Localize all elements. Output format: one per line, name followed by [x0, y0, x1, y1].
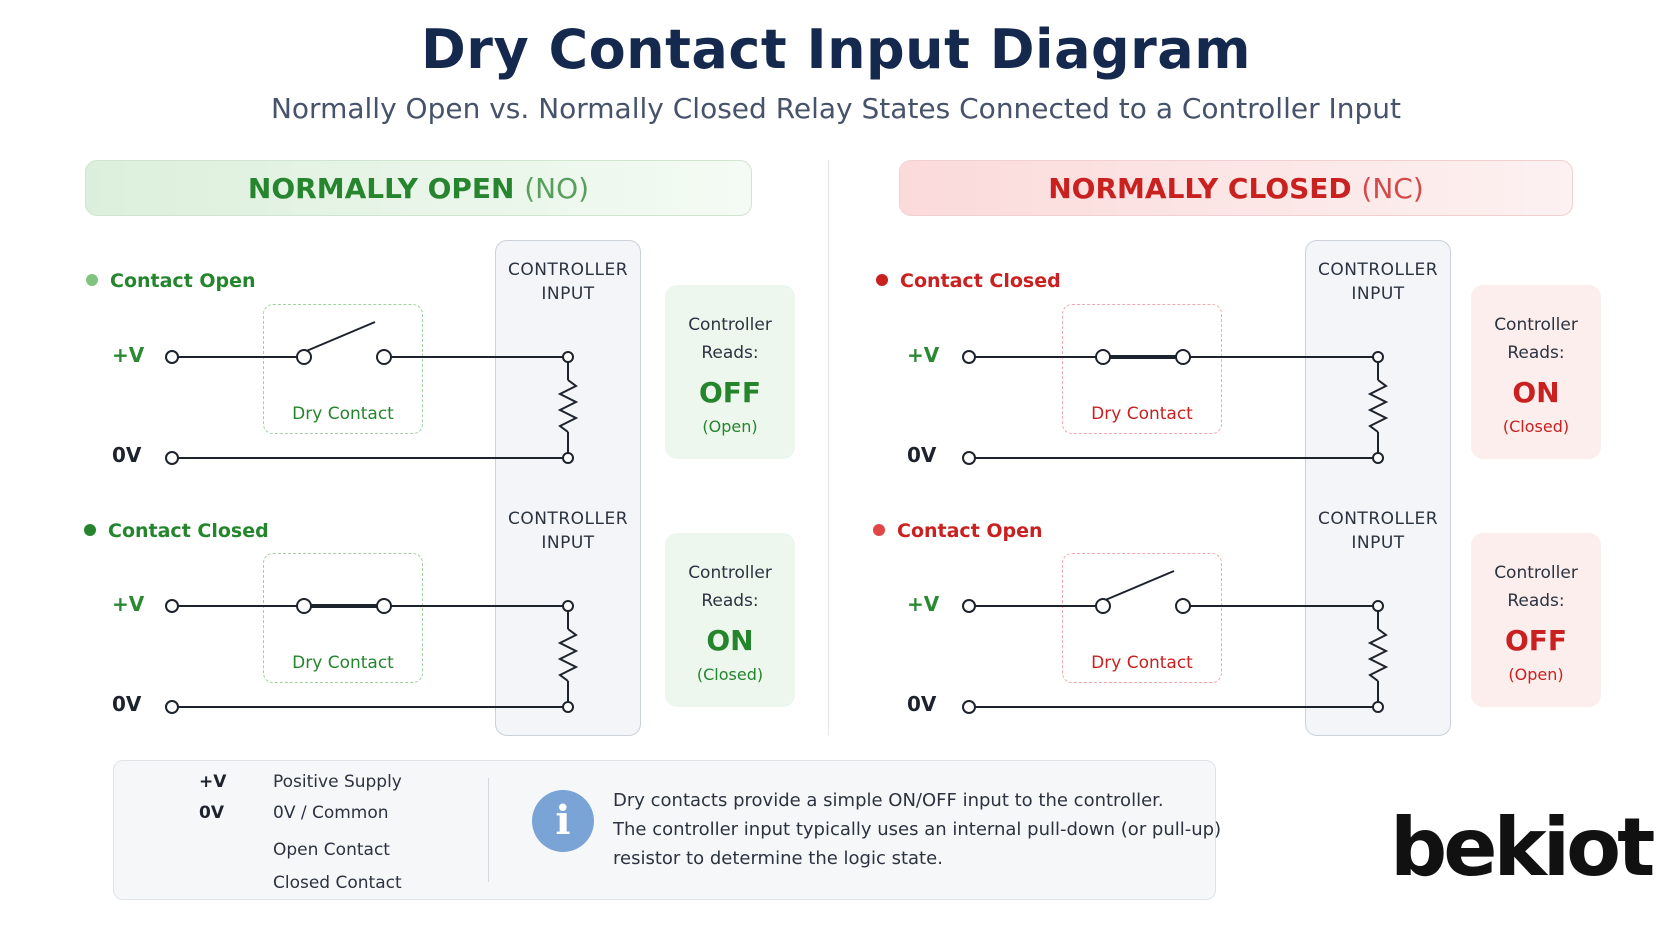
reads-value: ON: [1512, 376, 1560, 409]
nc-bottom-reads-box: Controller Reads: OFF (Open): [1471, 533, 1601, 707]
reads-value: ON: [706, 624, 754, 657]
no-top-plus-v-label: +V: [112, 343, 145, 367]
legend-text-common: 0V / Common: [273, 803, 389, 823]
no-controller-input-box: [495, 240, 641, 736]
nc-banner-abbrev: (NC): [1361, 172, 1424, 205]
nc-controller-label-bottom: CONTROLLER INPUT: [1305, 507, 1451, 555]
no-top-dry-contact-box: [263, 304, 423, 434]
section-divider: [828, 160, 829, 735]
legend-panel: [113, 760, 1216, 900]
status-dot-icon: [873, 523, 885, 536]
status-dot-icon: [876, 273, 888, 286]
nc-top-circuit: [962, 349, 1389, 465]
legend-symbol-plus-v: +V: [199, 772, 227, 792]
reads-label-line1: Controller: [1494, 563, 1578, 583]
no-banner-abbrev: (NO): [524, 172, 590, 205]
open-switch-blade: [303, 321, 376, 353]
nc-banner-label: NORMALLY CLOSED: [1048, 172, 1352, 205]
no-top-zero-v-label: 0V: [112, 443, 142, 467]
legend-text-closed-contact: Closed Contact: [273, 873, 402, 893]
legend-text-open-contact: Open Contact: [273, 840, 390, 860]
no-bottom-dry-contact-label: Dry Contact: [292, 653, 394, 673]
pull-down-resistor-icon: [1367, 628, 1389, 682]
controller-label-line1: CONTROLLER: [507, 509, 629, 529]
no-top-reads-box: Controller Reads: OFF (Open): [665, 285, 795, 459]
no-banner-label: NORMALLY OPEN: [247, 172, 515, 205]
reads-label-line1: Controller: [688, 315, 772, 335]
controller-label-line1: CONTROLLER: [1317, 509, 1439, 529]
nc-bottom-zero-v-label: 0V: [907, 692, 937, 716]
status-text: Contact Open: [897, 520, 1043, 542]
page-title: Dry Contact Input Diagram: [420, 18, 1251, 81]
pull-down-resistor-icon: [1367, 379, 1389, 433]
reads-state: (Open): [1508, 665, 1564, 684]
reads-label-line2: Reads:: [701, 591, 759, 611]
reads-state: (Closed): [1502, 417, 1570, 436]
status-text: Contact Closed: [900, 270, 1061, 292]
nc-top-reads-box: Controller Reads: ON (Closed): [1471, 285, 1601, 459]
no-bottom-reads-box: Controller Reads: ON (Closed): [665, 533, 795, 707]
controller-label-line1: CONTROLLER: [1317, 260, 1439, 280]
info-icon: i: [532, 790, 594, 852]
controller-label-line2: INPUT: [541, 533, 595, 553]
open-switch-blade: [1102, 570, 1175, 602]
status-text: Contact Open: [110, 270, 256, 292]
reads-label-line1: Controller: [688, 563, 772, 583]
legend-symbol-zero-v: 0V: [199, 803, 224, 823]
normally-closed-banner: NORMALLY CLOSED (NC): [899, 160, 1573, 216]
normally-open-banner: NORMALLY OPEN (NO): [85, 160, 752, 216]
page-subtitle: Normally Open vs. Normally Closed Relay …: [270, 92, 1402, 125]
legend-text-positive-supply: Positive Supply: [273, 772, 402, 792]
nc-top-plus-v-label: +V: [907, 343, 940, 367]
reads-label-line2: Reads:: [701, 343, 759, 363]
no-top-circuit: [165, 321, 579, 465]
no-controller-label-top: CONTROLLER INPUT: [495, 258, 641, 306]
no-controller-label-bottom: CONTROLLER INPUT: [495, 507, 641, 555]
brand-logo: bekiot: [1390, 801, 1655, 894]
info-text-line1: Dry contacts provide a simple ON/OFF inp…: [613, 790, 1164, 811]
controller-label-line1: CONTROLLER: [507, 260, 629, 280]
nc-bottom-status: Contact Open: [873, 520, 1043, 542]
nc-top-dry-contact-box: [1062, 304, 1222, 434]
info-text-line3: resistor to determine the logic state.: [613, 848, 943, 869]
reads-label-line2: Reads:: [1507, 343, 1565, 363]
reads-label-line2: Reads:: [1507, 591, 1565, 611]
no-bottom-circuit: [165, 598, 579, 714]
pull-down-resistor-icon: [557, 628, 579, 682]
nc-bottom-circuit: [962, 570, 1389, 714]
pull-down-resistor-icon: [557, 379, 579, 433]
nc-controller-input-box: [1305, 240, 1451, 736]
nc-controller-label-top: CONTROLLER INPUT: [1305, 258, 1451, 306]
controller-label-line2: INPUT: [541, 284, 595, 304]
status-dot-icon: [84, 523, 96, 536]
reads-state: (Closed): [696, 665, 764, 684]
nc-bottom-dry-contact-box: [1062, 553, 1222, 683]
nc-bottom-plus-v-label: +V: [907, 592, 940, 616]
no-bottom-status: Contact Closed: [84, 520, 269, 542]
status-dot-icon: [86, 273, 98, 286]
reads-label-line1: Controller: [1494, 315, 1578, 335]
legend-divider: [488, 778, 489, 882]
no-bottom-zero-v-label: 0V: [112, 692, 142, 716]
reads-state: (Open): [702, 417, 758, 436]
controller-label-line2: INPUT: [1351, 533, 1405, 553]
reads-value: OFF: [1504, 624, 1568, 657]
no-bottom-dry-contact-box: [263, 553, 423, 683]
nc-top-dry-contact-label: Dry Contact: [1091, 404, 1193, 424]
no-top-status: Contact Open: [86, 270, 256, 292]
controller-label-line2: INPUT: [1351, 284, 1405, 304]
status-text: Contact Closed: [108, 520, 269, 542]
no-bottom-plus-v-label: +V: [112, 592, 145, 616]
no-top-dry-contact-label: Dry Contact: [292, 404, 394, 424]
nc-top-status: Contact Closed: [876, 270, 1061, 292]
info-text-line2: The controller input typically uses an i…: [613, 819, 1222, 840]
nc-top-zero-v-label: 0V: [907, 443, 937, 467]
nc-bottom-dry-contact-label: Dry Contact: [1091, 653, 1193, 673]
reads-value: OFF: [698, 376, 762, 409]
